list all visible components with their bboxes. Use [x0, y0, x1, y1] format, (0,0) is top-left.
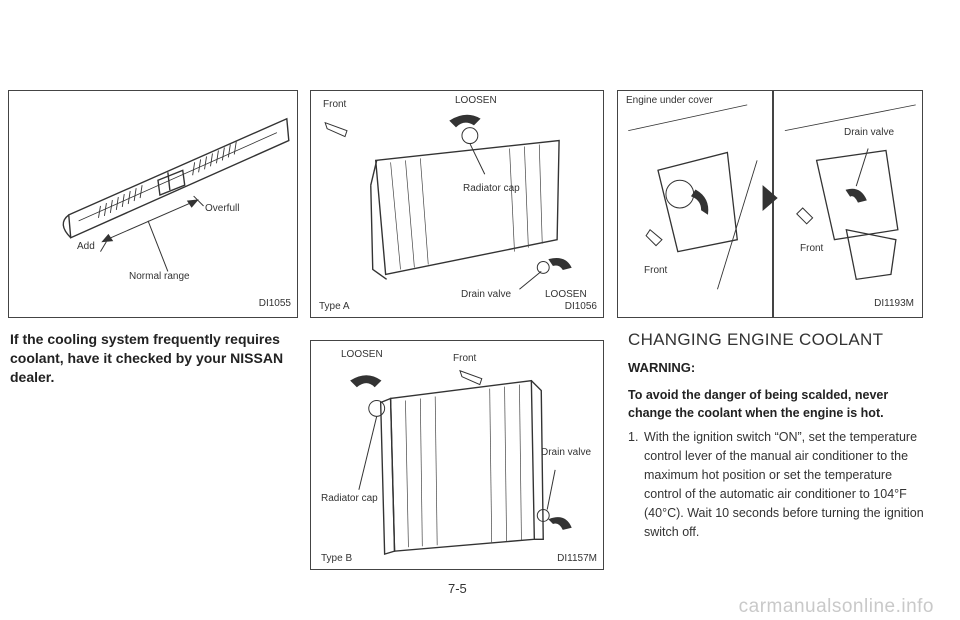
figure-code: DI1055 — [258, 298, 291, 309]
radiator-cap-label: Radiator cap — [321, 493, 378, 504]
cooling-system-note: If the cooling system frequently require… — [10, 331, 284, 385]
step-item: 1. With the ignition switch “ON”, set th… — [628, 428, 926, 542]
radiator-cap-label: Radiator cap — [463, 183, 520, 194]
warning-text: To avoid the danger of being scalded, ne… — [628, 388, 889, 420]
step-text: With the ignition switch “ON”, set the t… — [644, 430, 924, 539]
section-title: CHANGING ENGINE COOLANT — [628, 330, 884, 349]
front-right-label: Front — [800, 243, 824, 254]
front-left-label: Front — [644, 265, 668, 276]
add-label: Add — [77, 241, 95, 252]
engine-cover-figure: Engine under cover Front Drain valve Fro… — [617, 90, 923, 318]
normal-range-label: Normal range — [129, 271, 190, 282]
radiator-type-a-illustration — [324, 114, 572, 290]
loosen-bottom-label: LOOSEN — [545, 289, 587, 300]
engine-cover-illustration — [628, 104, 916, 290]
loosen-label: LOOSEN — [341, 349, 383, 360]
step-number: 1. — [628, 430, 639, 444]
figure-divider — [772, 91, 774, 317]
reservoir-figure: Overfull Add Normal range DI1055 — [8, 90, 298, 318]
radiator-type-b-figure: LOOSEN Front Radiator cap Drain valve Ty… — [310, 340, 604, 570]
overfull-label: Overfull — [205, 203, 240, 214]
engine-under-cover-label: Engine under cover — [626, 95, 713, 106]
drain-valve-label: Drain valve — [541, 447, 592, 458]
radiator-type-a-figure: Front LOOSEN Radiator cap Drain valve LO… — [310, 90, 604, 318]
figure-code: DI1056 — [564, 301, 597, 312]
type-label: Type A — [319, 301, 350, 312]
watermark: carmanualsonline.info — [738, 596, 934, 617]
loosen-top-label: LOOSEN — [455, 95, 497, 106]
type-label: Type B — [321, 553, 353, 564]
front-label: Front — [323, 99, 347, 110]
radiator-type-b-illustration — [350, 369, 572, 556]
figure-code: DI1157M — [557, 553, 597, 564]
warning-label: WARNING: — [628, 360, 696, 375]
figure-code: DI1193M — [874, 298, 914, 309]
reservoir-illustration — [62, 117, 290, 272]
page-number: 7-5 — [448, 581, 467, 596]
front-label: Front — [453, 353, 477, 364]
drain-valve-label: Drain valve — [461, 289, 512, 300]
drain-valve-label: Drain valve — [844, 127, 895, 138]
